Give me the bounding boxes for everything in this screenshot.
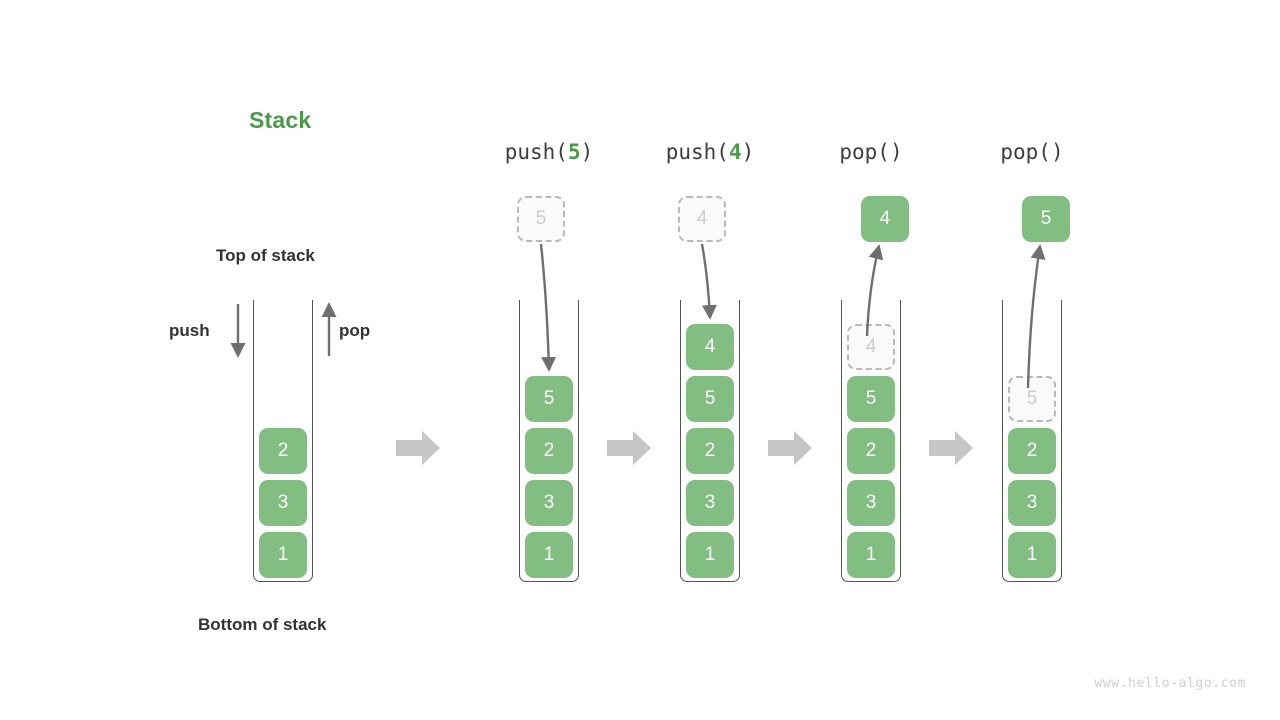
panel-2-caption-prefix: push( — [665, 140, 729, 164]
panel-3-cell-2: 2 — [847, 428, 895, 474]
panel-1-caption-arg: 5 — [567, 140, 581, 164]
panel-4-cell-1: 1 — [1008, 532, 1056, 578]
panel-1-container — [519, 300, 579, 582]
panel-3-cell-3: 3 — [847, 480, 895, 526]
panel-4-cell-2: 2 — [1008, 428, 1056, 474]
initial-stack-cell-3: 3 — [259, 480, 307, 526]
pop-label: pop — [339, 321, 371, 340]
panel-4-caption-suffix: ) — [1050, 140, 1064, 164]
panel-1-caption: push(5) — [449, 140, 649, 164]
panel-4-caption-prefix: pop( — [1000, 140, 1051, 164]
panel-2-cell-2: 2 — [686, 428, 734, 474]
transition-arrow-3 — [768, 431, 812, 465]
transition-arrow-4 — [929, 431, 973, 465]
panel-4-container — [1002, 300, 1062, 582]
push-label: push — [169, 321, 210, 340]
panel-2-floating-cell-4: 4 — [678, 196, 726, 242]
panel-2-caption-arg: 4 — [728, 140, 742, 164]
panel-3-container — [841, 300, 901, 582]
panel-3-caption-suffix: ) — [889, 140, 903, 164]
panel-1-cell-3: 3 — [525, 480, 573, 526]
panel-1-cell-1: 1 — [525, 532, 573, 578]
panel-3-cell-5: 5 — [847, 376, 895, 422]
panel-4-floating-cell-5: 5 — [1022, 196, 1070, 242]
panel-1-cell-2: 2 — [525, 428, 573, 474]
panel-1-floating-cell-5: 5 — [517, 196, 565, 242]
panel-2-cell-4: 4 — [686, 324, 734, 370]
panel-3-floating-cell-4: 4 — [861, 196, 909, 242]
panel-4-cell-ghost-5: 5 — [1008, 376, 1056, 422]
transition-arrow-2 — [607, 431, 651, 465]
panel-2-cell-1: 1 — [686, 532, 734, 578]
watermark: www.hello-algo.com — [1094, 676, 1246, 691]
panel-4-cell-3: 3 — [1008, 480, 1056, 526]
panel-2-caption: push(4) — [610, 140, 810, 164]
initial-stack-cell-1: 1 — [259, 532, 307, 578]
panel-4-caption: pop() — [932, 140, 1132, 164]
panel-1-cell-5: 5 — [525, 376, 573, 422]
panel-3-caption: pop() — [771, 140, 971, 164]
panel-2-cell-5: 5 — [686, 376, 734, 422]
bottom-of-stack-label: Bottom of stack — [198, 615, 327, 634]
initial-stack-container — [253, 300, 313, 582]
initial-stack-cell-2: 2 — [259, 428, 307, 474]
panel-3-cell-ghost-4: 4 — [847, 324, 895, 370]
panel-3-cell-1: 1 — [847, 532, 895, 578]
transition-arrow-1 — [396, 431, 440, 465]
top-of-stack-label: Top of stack — [216, 246, 315, 265]
panel-1-caption-prefix: push( — [504, 140, 568, 164]
panel-2-cell-3: 3 — [686, 480, 734, 526]
panel-2-container — [680, 300, 740, 582]
panel-3-caption-prefix: pop( — [839, 140, 890, 164]
panel-1-caption-suffix: ) — [580, 140, 594, 164]
stack-title: Stack — [249, 107, 312, 133]
panel-2-caption-suffix: ) — [741, 140, 755, 164]
